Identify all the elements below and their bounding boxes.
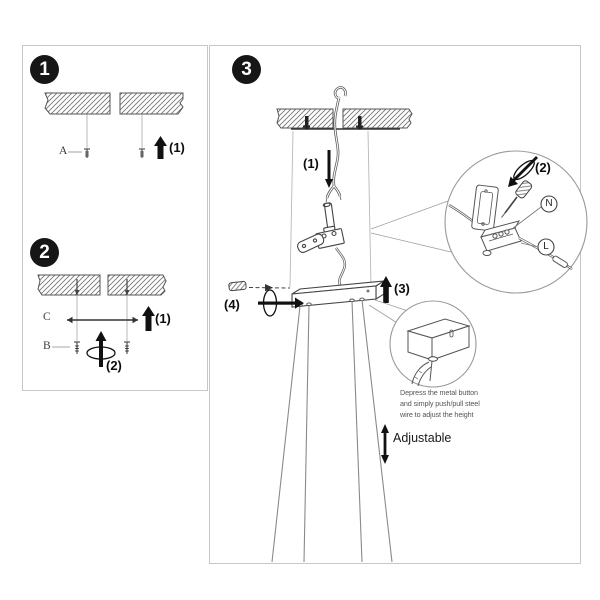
rotate-arrow-icon (258, 289, 304, 317)
arrow-up-icon (142, 306, 155, 331)
step3-action-4-label: (4) (224, 297, 240, 312)
height-adjust-callout (389, 300, 477, 388)
arrow-down-icon (325, 150, 333, 188)
step3-art (228, 86, 588, 563)
step1-art (44, 92, 184, 159)
cord-grip-assembly (297, 202, 345, 254)
ceiling-block (342, 108, 413, 129)
metal-button (428, 356, 438, 362)
ceiling-block (119, 92, 184, 115)
arrow-up-icon (380, 276, 392, 303)
step2-art (37, 274, 167, 367)
terminal-l-label: L (543, 241, 549, 252)
terminal-n-label: N (545, 198, 553, 209)
mounting-plate (471, 184, 499, 232)
step3-action-2-label: (2) (535, 160, 551, 175)
set-screw-icon (228, 280, 291, 292)
wiring-callout (444, 150, 588, 294)
step-3-badge: 3 (232, 55, 261, 84)
screw-icon (139, 148, 145, 158)
terminal-labels (511, 195, 558, 256)
part-b-label: B (43, 340, 51, 352)
rotate-arrow-icon (86, 331, 116, 367)
bolt-icon (303, 116, 363, 130)
part-a-label: A (59, 145, 68, 157)
step1-action-1-label: (1) (169, 140, 185, 155)
step2-action-2-label: (2) (106, 358, 122, 373)
adjust-caption-line: Depress the metal button (400, 388, 478, 397)
step3-action-3-label: (3) (394, 281, 410, 296)
ceiling-block (37, 274, 101, 296)
step-1-badge: 1 (30, 55, 59, 84)
screw-icon (74, 341, 80, 354)
steel-wire (429, 360, 433, 382)
power-cord (325, 86, 347, 203)
anchor-screw-icon (76, 279, 128, 291)
ceiling-block (107, 274, 167, 296)
terminal-block (479, 220, 522, 256)
adjust-caption: Depress the metal button and simply push… (400, 387, 520, 420)
adjust-caption-line: and simply push/pull steel (400, 399, 480, 408)
step2-action-1-label: (1) (155, 311, 171, 326)
finger-icon (411, 361, 432, 387)
rotate-arrow-icon (508, 156, 538, 187)
adjustable-label: Adjustable (393, 431, 452, 445)
canopy-bar (291, 280, 385, 308)
screwdriver-icon (501, 180, 533, 218)
cable-to-canopy (335, 247, 347, 288)
screw-icon (84, 148, 90, 158)
screw-icon (124, 341, 130, 354)
step-2-badge: 2 (30, 238, 59, 267)
adjust-caption-line: wire to adjust the height (400, 410, 474, 419)
mounting-bracket (67, 316, 138, 324)
step3-action-1-label: (1) (303, 156, 319, 171)
adjustable-arrow-icon (381, 424, 389, 464)
suspension-wires (271, 299, 393, 563)
part-c-label: C (43, 311, 51, 323)
cable-connector (552, 255, 568, 268)
ceiling-block (44, 92, 111, 115)
arrow-up-icon (154, 136, 167, 159)
